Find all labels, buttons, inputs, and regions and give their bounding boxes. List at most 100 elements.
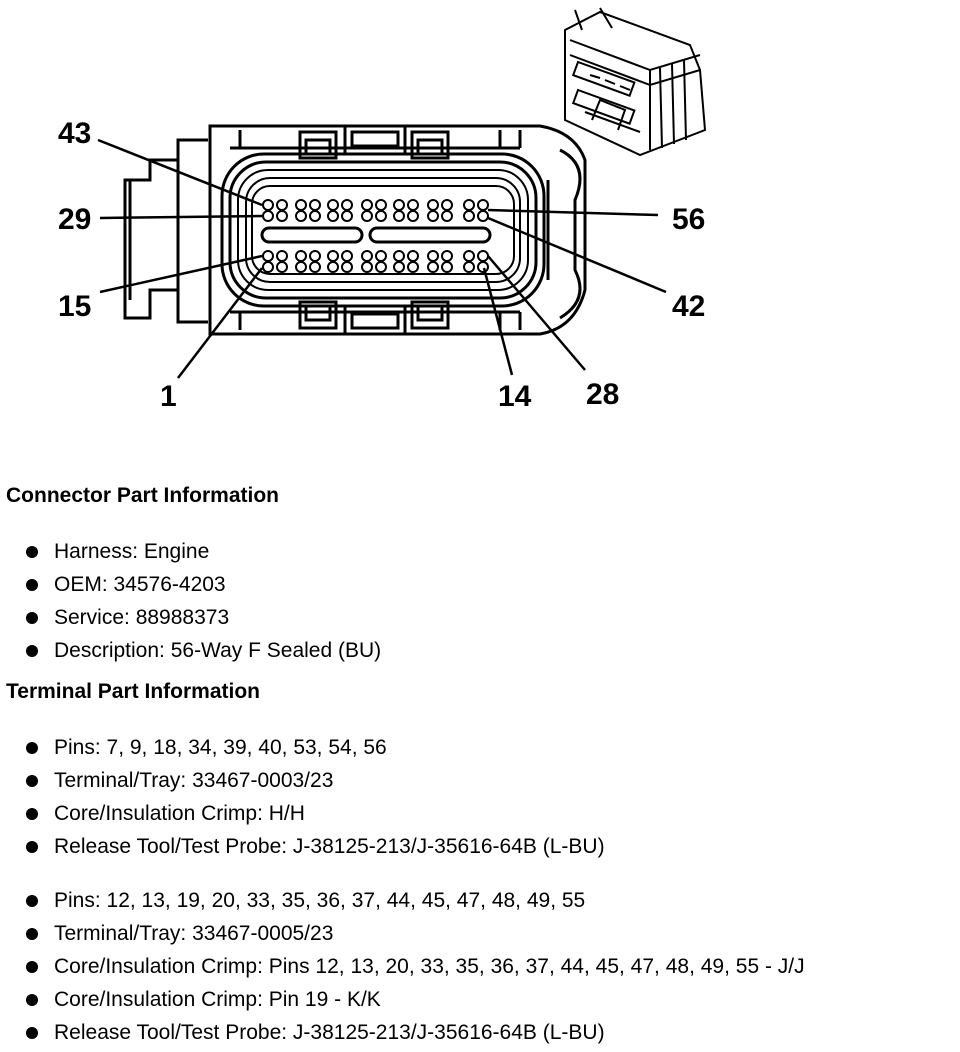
bullet-icon [26, 841, 38, 853]
pin-cavity [327, 210, 339, 222]
pin-cavity [327, 250, 339, 262]
terminal-info-group-1: Pins: 7, 9, 18, 34, 39, 40, 53, 54, 56 T… [24, 731, 605, 863]
pin-cavity [341, 250, 353, 262]
connector-info-title: Connector Part Information [6, 484, 280, 507]
pin-cavity [427, 210, 439, 222]
list-item: Pins: 7, 9, 18, 34, 39, 40, 53, 54, 56 [24, 731, 605, 764]
pin-label-15: 15 [58, 290, 91, 323]
pin-cavity [441, 210, 453, 222]
pin-cavity [262, 261, 274, 273]
top-latches [238, 124, 522, 160]
pin-cavity [407, 199, 419, 211]
pin-cavity [407, 210, 419, 222]
pin-label-14: 14 [498, 380, 532, 413]
pin-cavity [309, 250, 321, 262]
pin-cavity [375, 250, 387, 262]
bullet-icon [26, 579, 38, 591]
pin-cavity [427, 250, 439, 262]
pin-cavity [341, 210, 353, 222]
pin-cavity [441, 250, 453, 262]
pin-cavity [407, 250, 419, 262]
connector-info-list: Harness: Engine OEM: 34576-4203 Service:… [24, 535, 381, 667]
list-item: OEM: 34576-4203 [24, 568, 381, 601]
pin-cavity [361, 210, 373, 222]
pin-cavity [262, 250, 274, 262]
list-item: Service: 88988373 [24, 601, 381, 634]
pin-cavity [295, 250, 307, 262]
terminal-info-title: Terminal Part Information [6, 680, 260, 703]
pin-label-56: 56 [672, 203, 705, 236]
pin-cavity [327, 261, 339, 273]
pin-cavity [341, 199, 353, 211]
pin-cavity [477, 261, 489, 273]
pin-cavity [393, 199, 405, 211]
pin-cavity [441, 199, 453, 211]
bullet-icon [26, 994, 38, 1006]
bottom-latches [238, 300, 522, 336]
leader-lines [97, 138, 667, 379]
keying-bars [260, 226, 492, 244]
pin-cavity [477, 210, 489, 222]
pin-cavity [327, 199, 339, 211]
connector-thumbnail [564, 7, 707, 157]
list-item: Release Tool/Test Probe: J-38125-213/J-3… [24, 830, 605, 863]
pin-cavity [276, 250, 288, 262]
pin-cavity [276, 210, 288, 222]
bullet-icon [26, 742, 38, 754]
bullet-icon [26, 775, 38, 787]
pin-cavity [295, 210, 307, 222]
list-item: Harness: Engine [24, 535, 381, 568]
pin-cavities [262, 199, 489, 273]
pin-cavity [262, 199, 274, 211]
pin-label-29: 29 [58, 203, 91, 236]
list-item: Release Tool/Test Probe: J-38125-213/J-3… [24, 1016, 805, 1049]
pin-label-1: 1 [160, 380, 177, 413]
pin-cavity [463, 199, 475, 211]
connector-body [123, 124, 587, 336]
pin-label-43: 43 [58, 117, 91, 150]
bullet-icon [26, 961, 38, 973]
pin-cavity [276, 199, 288, 211]
pin-cavity [361, 250, 373, 262]
list-item: Core/Insulation Crimp: Pin 19 - K/K [24, 983, 805, 1016]
list-item: Pins: 12, 13, 19, 20, 33, 35, 36, 37, 44… [24, 884, 805, 917]
pin-cavity [393, 210, 405, 222]
pin-cavity [477, 250, 489, 262]
list-item: Core/Insulation Crimp: H/H [24, 797, 605, 830]
terminal-info-group-2: Pins: 12, 13, 19, 20, 33, 35, 36, 37, 44… [24, 884, 805, 1049]
pin-cavity [262, 210, 274, 222]
pin-cavity [341, 261, 353, 273]
bullet-icon [26, 546, 38, 558]
pin-cavity [276, 261, 288, 273]
bullet-icon [26, 1027, 38, 1039]
pin-cavity [361, 261, 373, 273]
pin-cavity [309, 199, 321, 211]
bullet-icon [26, 928, 38, 940]
pin-cavity [393, 250, 405, 262]
connector-diagram: 43 29 15 1 14 28 56 42 [58, 7, 707, 413]
bullet-icon [26, 612, 38, 624]
pin-cavity [361, 199, 373, 211]
pin-cavity [407, 261, 419, 273]
pin-cavity [309, 210, 321, 222]
pin-cavity [463, 261, 475, 273]
bullet-icon [26, 895, 38, 907]
pin-cavity [427, 261, 439, 273]
list-item: Core/Insulation Crimp: Pins 12, 13, 20, … [24, 950, 805, 983]
list-item: Description: 56-Way F Sealed (BU) [24, 634, 381, 667]
pin-cavity [375, 210, 387, 222]
pin-cavity [463, 210, 475, 222]
right-side-clip [546, 148, 582, 320]
pin-label-28: 28 [586, 378, 619, 411]
pin-cavity [375, 261, 387, 273]
pin-cavity [427, 199, 439, 211]
bullet-icon [26, 808, 38, 820]
pin-cavity [393, 261, 405, 273]
pin-cavity [441, 261, 453, 273]
pin-cavity [477, 199, 489, 211]
pin-cavity [375, 199, 387, 211]
list-item: Terminal/Tray: 33467-0005/23 [24, 917, 805, 950]
pin-cavity [463, 250, 475, 262]
list-item: Terminal/Tray: 33467-0003/23 [24, 764, 605, 797]
pin-cavity [309, 261, 321, 273]
